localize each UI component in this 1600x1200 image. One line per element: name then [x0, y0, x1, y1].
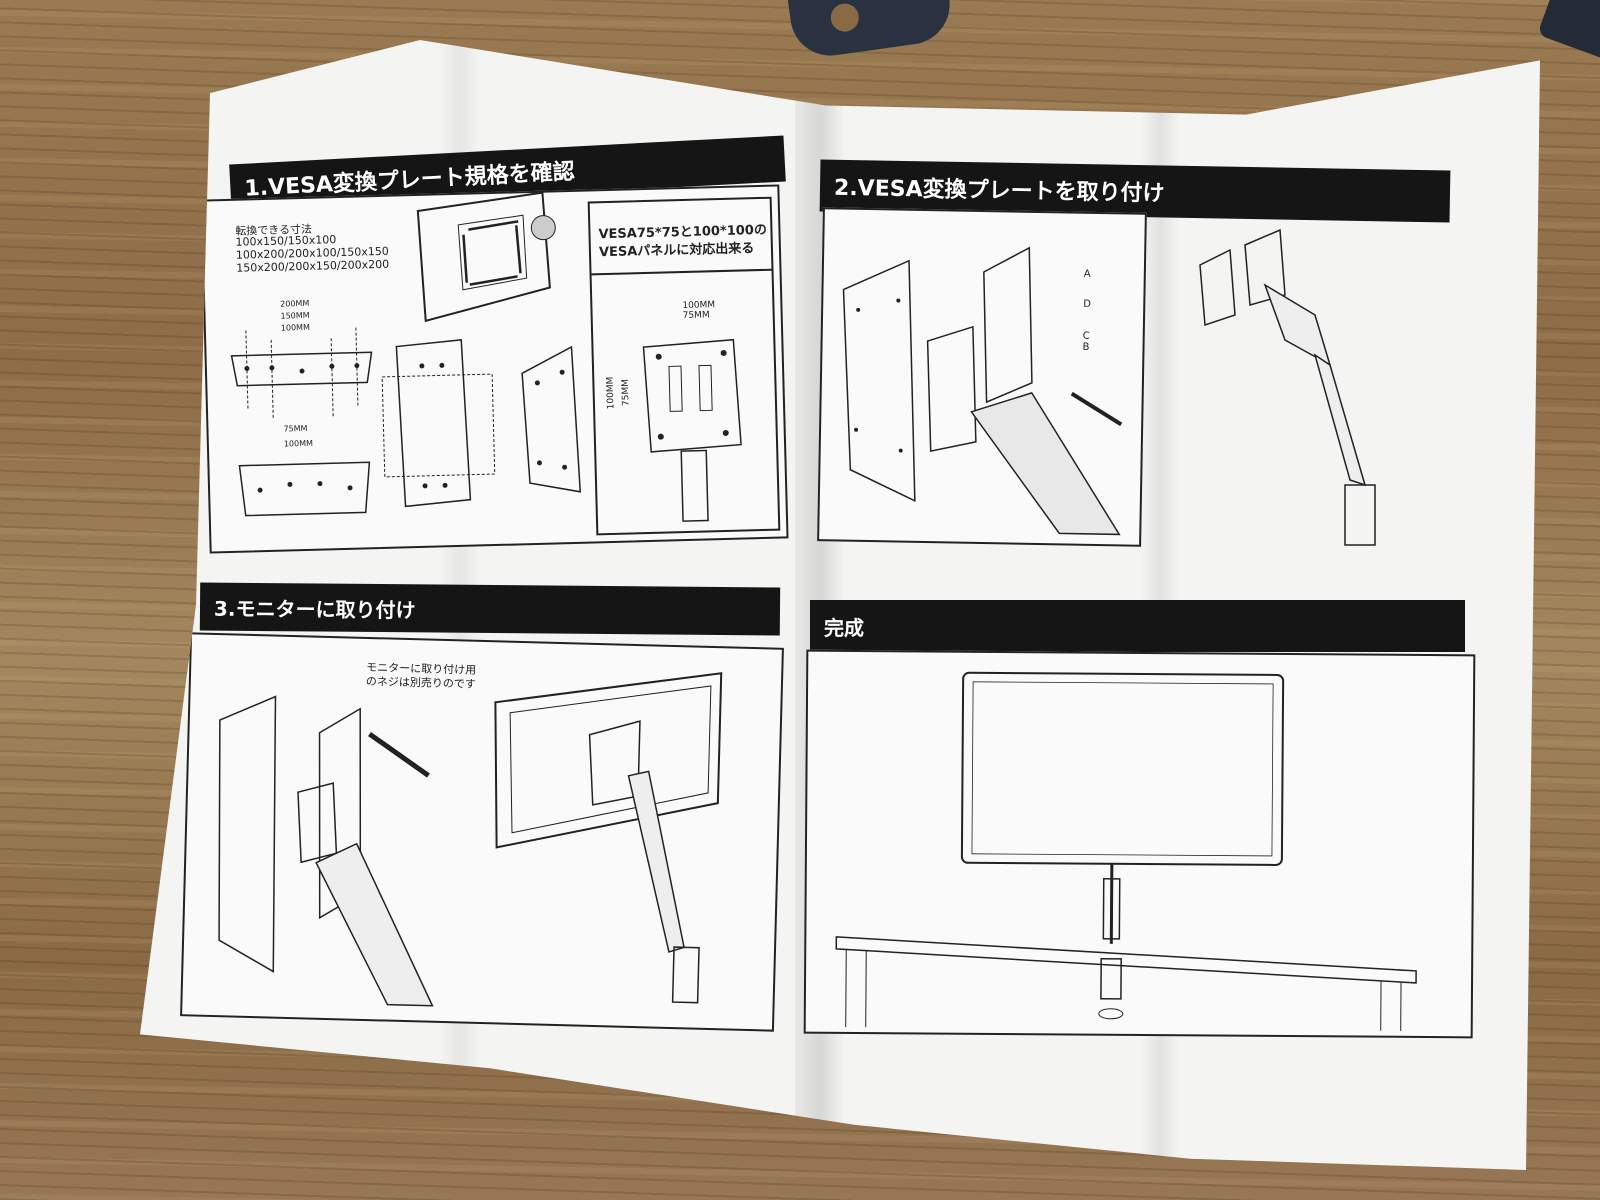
section-4-title-bar: 完成 — [810, 600, 1465, 652]
bracket-hole — [828, 1, 861, 34]
section-3-title-bar: 3.モニターに取り付け — [199, 582, 781, 636]
compat-height-100: 100MM — [605, 376, 617, 410]
dim-75: 75MM — [283, 423, 308, 434]
section-2-panel: A D C B — [817, 207, 1147, 547]
note-line-2: のネジは別売りのです — [365, 674, 477, 691]
compat-line-2: VESAパネルに対応出来る — [598, 241, 755, 261]
monitor-back-illustration — [416, 191, 556, 323]
finished-setup-illustration — [835, 671, 1417, 1031]
vesa-plate-illustration-1 — [230, 327, 373, 420]
plate-assembly-illustration — [842, 246, 1123, 536]
instruction-sheet: 1.VESA変換プレート規格を確認 転換できる寸法 100x150/150x10… — [140, 40, 1540, 1170]
section-2-title: 2.VESA変換プレートを取り付け — [833, 175, 1165, 207]
part-label-d: D — [1083, 298, 1092, 310]
vesa-75-100-plate — [642, 338, 742, 522]
part-label-c: C — [1082, 330, 1090, 342]
section-4-panel — [803, 649, 1476, 1039]
section-3-panel: モニターに取り付け用 のネジは別売りのです — [180, 632, 784, 1032]
arm-with-plate-illustration — [1199, 228, 1376, 546]
compat-width-75: 75MM — [682, 310, 710, 322]
compat-width-100: 100MM — [682, 300, 716, 312]
vesa-plate-illustration-3 — [381, 339, 496, 508]
compat-subpanel: VESA75*75と100*100の VESAパネルに対応出来る 100MM 7… — [587, 196, 781, 536]
section-1-panel: 転換できる寸法 100x150/150x100 100x200/200x100/… — [200, 184, 789, 554]
part-label-a: A — [1083, 268, 1091, 280]
monitor-with-arm-illustration — [494, 672, 723, 1004]
part-label-b: B — [1082, 341, 1090, 353]
section-4-title: 完成 — [824, 615, 864, 640]
vesa-plate-illustration-4 — [521, 345, 582, 493]
compat-height-75: 75MM — [620, 378, 632, 407]
dim-100b: 100MM — [283, 438, 314, 449]
compat-divider — [591, 268, 772, 276]
vesa-plate-illustration-2 — [238, 461, 371, 517]
mount-to-monitor-illustration — [218, 695, 434, 1007]
sizes-line-3: 150x200/200x150/200x200 — [236, 257, 390, 275]
dim-200: 200MM — [280, 298, 310, 309]
section-3-title: 3.モニターに取り付け — [213, 596, 416, 622]
